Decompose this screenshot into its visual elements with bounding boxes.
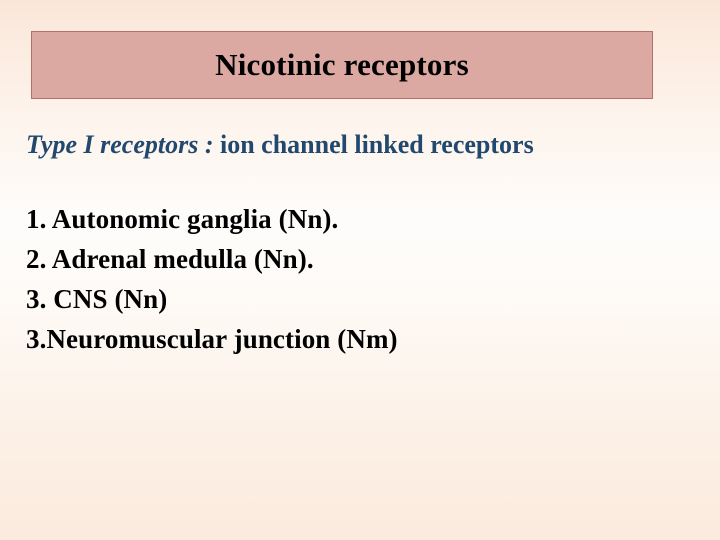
subtitle-line: Type I receptors : ion channel linked re… (26, 129, 706, 161)
slide-body: Type I receptors : ion channel linked re… (26, 129, 706, 359)
subtitle-rest: ion channel linked receptors (219, 130, 534, 159)
list-item: 2. Adrenal medulla (Nn). (26, 244, 314, 274)
list-item: 3. CNS (Nn) (26, 284, 168, 314)
title-banner: Nicotinic receptors (31, 31, 653, 99)
subtitle-emphasis: Type I receptors : (26, 130, 220, 159)
list-item: 1. Autonomic ganglia (Nn). (26, 204, 339, 234)
receptor-list: 1. Autonomic ganglia (Nn). 2. Adrenal me… (26, 199, 706, 359)
slide-title: Nicotinic receptors (215, 46, 469, 82)
list-item: 3.Neuromuscular junction (Nm) (26, 324, 398, 354)
